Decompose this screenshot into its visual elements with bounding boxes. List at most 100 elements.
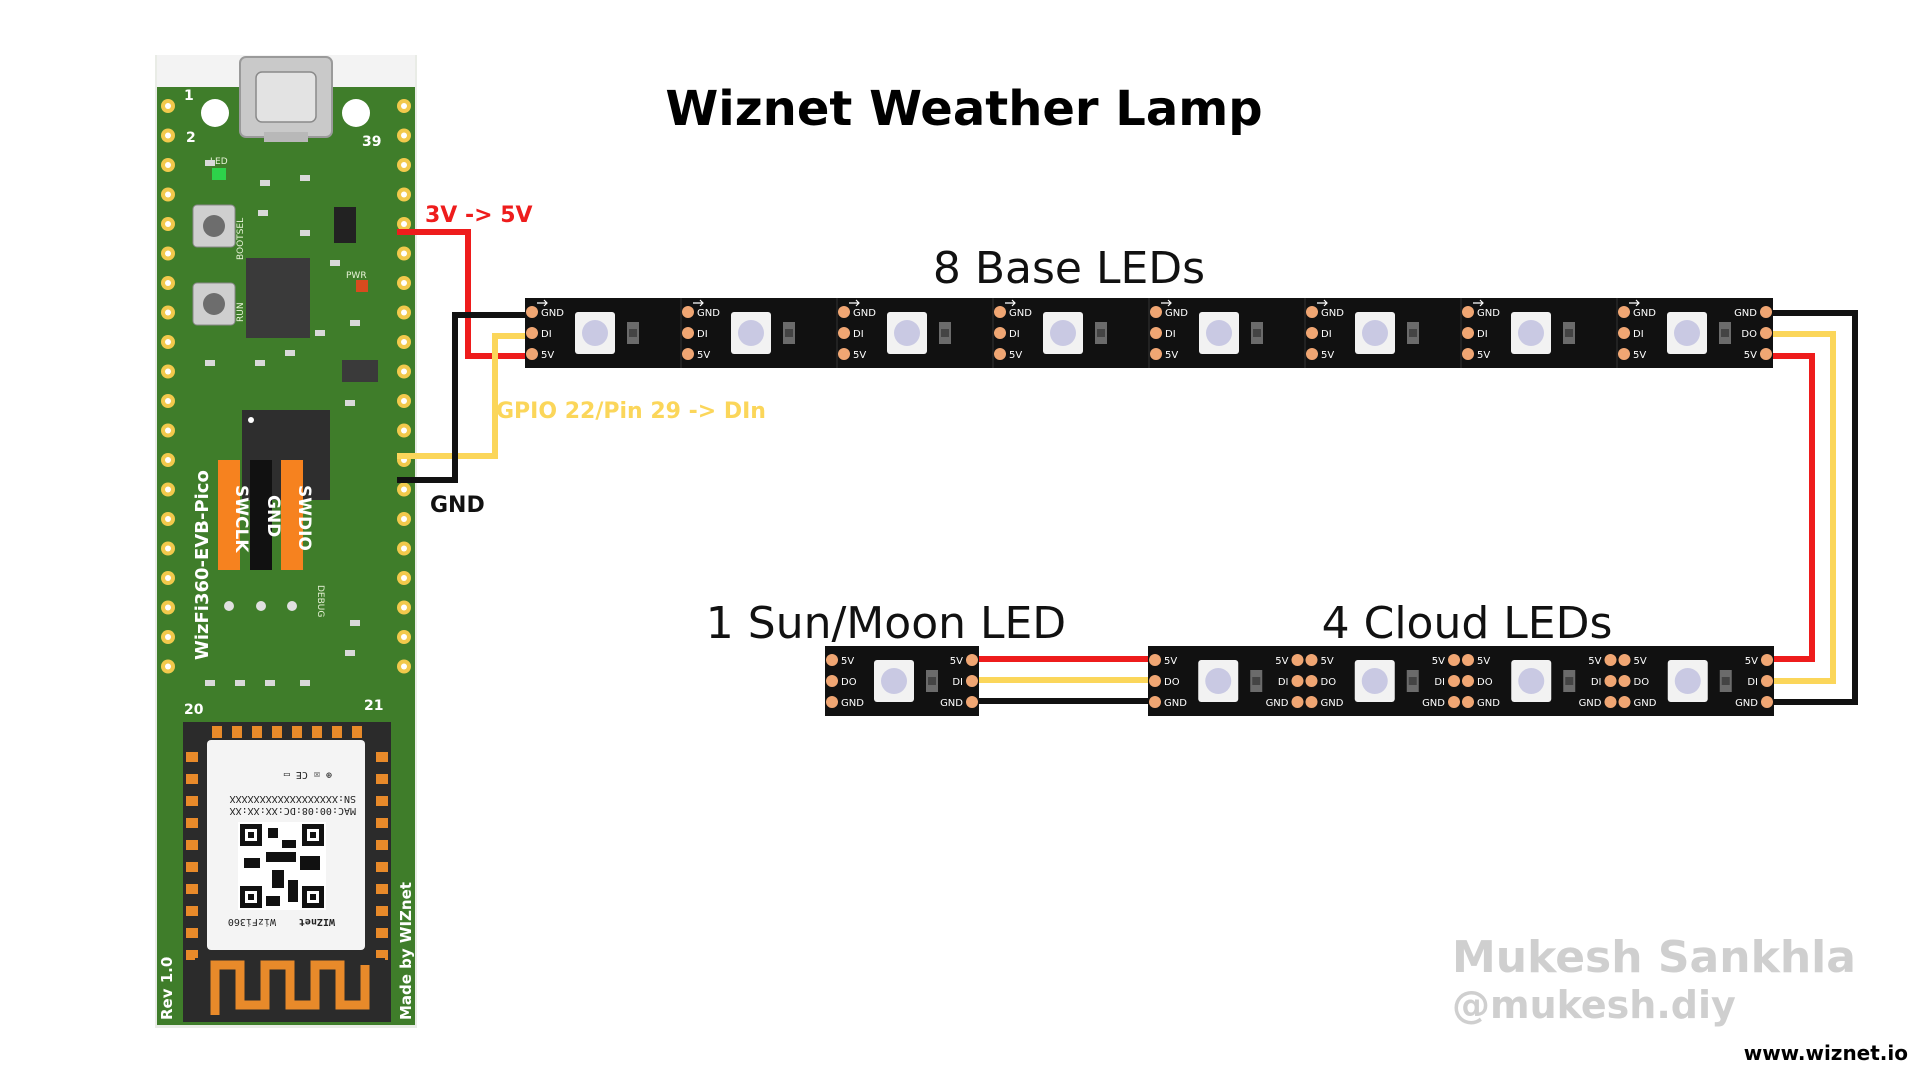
pin-1-label: 1 <box>184 88 194 104</box>
solder-pad <box>526 327 538 339</box>
flash-chip <box>246 258 310 338</box>
solder-pad <box>1462 327 1474 339</box>
solder-pad <box>1761 654 1773 666</box>
bootsel-label: BOOTSEL <box>236 218 246 260</box>
header-pin-hole <box>401 162 407 168</box>
debug-label: DEBUG <box>315 585 325 617</box>
ground-wire <box>397 312 525 483</box>
run-button[interactable] <box>192 282 236 326</box>
solder-pad <box>1305 696 1318 708</box>
smd-component <box>315 330 325 336</box>
module-pad <box>186 862 198 872</box>
pin-label: DO <box>1634 677 1650 688</box>
solder-pad <box>1760 327 1772 339</box>
header-pin-hole <box>401 427 407 434</box>
pin-label: 5V <box>1588 656 1601 667</box>
header-pin-hole <box>401 280 407 286</box>
wires <box>397 229 1858 705</box>
pin-label: GND <box>1266 698 1289 709</box>
bootsel-button[interactable] <box>192 204 236 248</box>
smd-component <box>235 680 245 686</box>
module-sn: SN:XXXXXXXXXXXXXXXXXX <box>230 793 356 804</box>
maker-label: Made by WIZnet <box>397 882 415 1020</box>
direction-arrow-icon <box>693 299 704 307</box>
header-pin-hole <box>401 339 407 345</box>
solder-pad <box>966 696 978 708</box>
header-pin-hole <box>165 162 171 168</box>
pin-label: GND <box>1734 308 1757 319</box>
swdio-label: SWDIO <box>294 485 314 551</box>
website-link[interactable]: www.wiznet.io <box>1744 1041 1908 1065</box>
swclk-label: SWCLK <box>231 485 251 553</box>
led-capacitor-band <box>1409 329 1417 337</box>
left-header-pins <box>161 99 175 674</box>
ground-wire-label: GND <box>430 493 485 518</box>
debug-pad <box>256 601 266 611</box>
base-leds-label: 8 Base LEDs <box>933 243 1205 294</box>
pin-20-label: 20 <box>184 702 204 718</box>
led-lens <box>1674 668 1701 694</box>
module-pad <box>232 726 242 738</box>
solder-pad <box>1462 696 1474 708</box>
solder-pad <box>682 306 694 318</box>
pin-label: 5V <box>841 656 854 667</box>
module-pad <box>186 928 198 938</box>
solder-pad <box>682 327 694 339</box>
module-brand-label: WIZnet <box>299 916 335 927</box>
solder-pad <box>1618 654 1631 666</box>
loop-power-wire <box>1773 353 1815 662</box>
pin-label: DI <box>1278 677 1289 688</box>
header-pin-hole <box>165 663 171 670</box>
smd-component <box>345 400 355 406</box>
header-pin-hole <box>165 427 171 434</box>
author-handle: @mukesh.diy <box>1452 983 1736 1027</box>
pin-39-label: 39 <box>362 134 381 150</box>
module-pad <box>376 884 388 894</box>
pin-label: DI <box>1165 329 1176 340</box>
module-pad <box>376 950 388 960</box>
debug-pad <box>287 601 297 611</box>
regulator-chip <box>334 207 356 243</box>
solder-pad <box>826 696 838 708</box>
led-capacitor-band <box>629 329 637 337</box>
solder-pad <box>1462 675 1474 687</box>
header-pin-hole <box>165 604 171 611</box>
gnd-header <box>250 460 272 570</box>
pin-label: GND <box>1579 698 1602 709</box>
smd-component <box>255 360 265 366</box>
led-capacitor-band <box>1253 329 1261 337</box>
pin-label: 5V <box>1744 350 1757 361</box>
led-lens <box>1050 320 1076 346</box>
module-pad <box>252 726 262 738</box>
pin-label: 5V <box>1321 350 1334 361</box>
pin-label: 5V <box>1164 656 1177 667</box>
led-capacitor-band <box>941 329 949 337</box>
pwr-silk-label: PWR <box>346 271 367 281</box>
smd-component <box>205 680 215 686</box>
header-pin-hole <box>401 221 407 227</box>
module-pad <box>376 906 388 916</box>
header-pin-hole <box>165 634 171 640</box>
direction-arrow-icon <box>1629 299 1640 307</box>
module-pad <box>376 862 388 872</box>
smd-component <box>285 350 295 356</box>
module-mac: MAC:00:08:DC:XX:XX:XX <box>230 805 356 816</box>
header-pin-hole <box>165 575 171 581</box>
smd-component <box>260 180 270 186</box>
pin-label: DI <box>1591 677 1602 688</box>
solder-pad <box>1618 675 1631 687</box>
smd-component <box>300 230 310 236</box>
cloud-leds-label: 4 Cloud LEDs <box>1322 598 1613 649</box>
pin-label: DO <box>1477 677 1493 688</box>
chip-dot <box>248 417 254 423</box>
led-lens <box>1361 668 1388 694</box>
smd-component <box>205 160 215 166</box>
header-pin-hole <box>165 103 171 109</box>
